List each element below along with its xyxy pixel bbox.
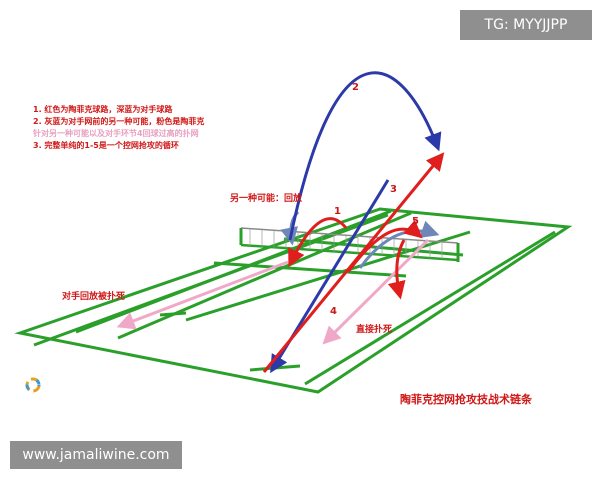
legend-note: 2. 灰蓝为对手网前的另一种可能，粉色是陶菲克 [33, 117, 205, 126]
logo-mark [25, 377, 41, 393]
label-alt-possibility: 另一种可能：回放 [230, 192, 303, 204]
red-path-5 [346, 219, 423, 273]
pink-path-left [116, 260, 289, 330]
court-line [213, 261, 407, 278]
legend-note: 针对另一种可能以及对手环节4回球过高的扑网 [33, 129, 199, 138]
court-line [75, 209, 392, 334]
watermark-tag: TG: MYYJJPP [460, 10, 592, 40]
legend-note: 1. 红色为陶菲克球路，深蓝为对手球路 [33, 105, 173, 114]
court-line [117, 211, 412, 340]
legend-note: 3. 完整单纯的1-5是一个控网抢攻的循环 [33, 141, 179, 150]
court-line [304, 230, 556, 386]
court-line [159, 311, 187, 317]
shot-number-1: 1 [334, 206, 341, 217]
diagram-caption: 陶菲克控网抢攻技战术链条 [400, 392, 533, 406]
pink-path-right [322, 238, 430, 345]
court-outline [14, 207, 573, 394]
blue-path-2 [288, 71, 442, 241]
grey-blue-path-right [358, 220, 440, 269]
watermark-url: www.jamaliwine.com [10, 441, 182, 469]
badminton-court [14, 207, 573, 394]
label-opponent-kill: 对手回放被扑死 [62, 290, 125, 302]
label-direct-kill: 直接扑死 [356, 323, 392, 335]
shot-number-5: 5 [412, 216, 419, 227]
shot-number-4: 4 [330, 306, 337, 317]
shot-number-3: 3 [390, 184, 397, 195]
red-kill-path [387, 239, 406, 300]
red-path-1 [288, 217, 348, 268]
court-line [283, 237, 464, 257]
shot-number-2: 2 [352, 82, 359, 93]
legend-notes: 1. 红色为陶菲克球路，深蓝为对手球路 2. 灰蓝为对手网前的另一种可能，粉色是陶… [33, 104, 273, 152]
